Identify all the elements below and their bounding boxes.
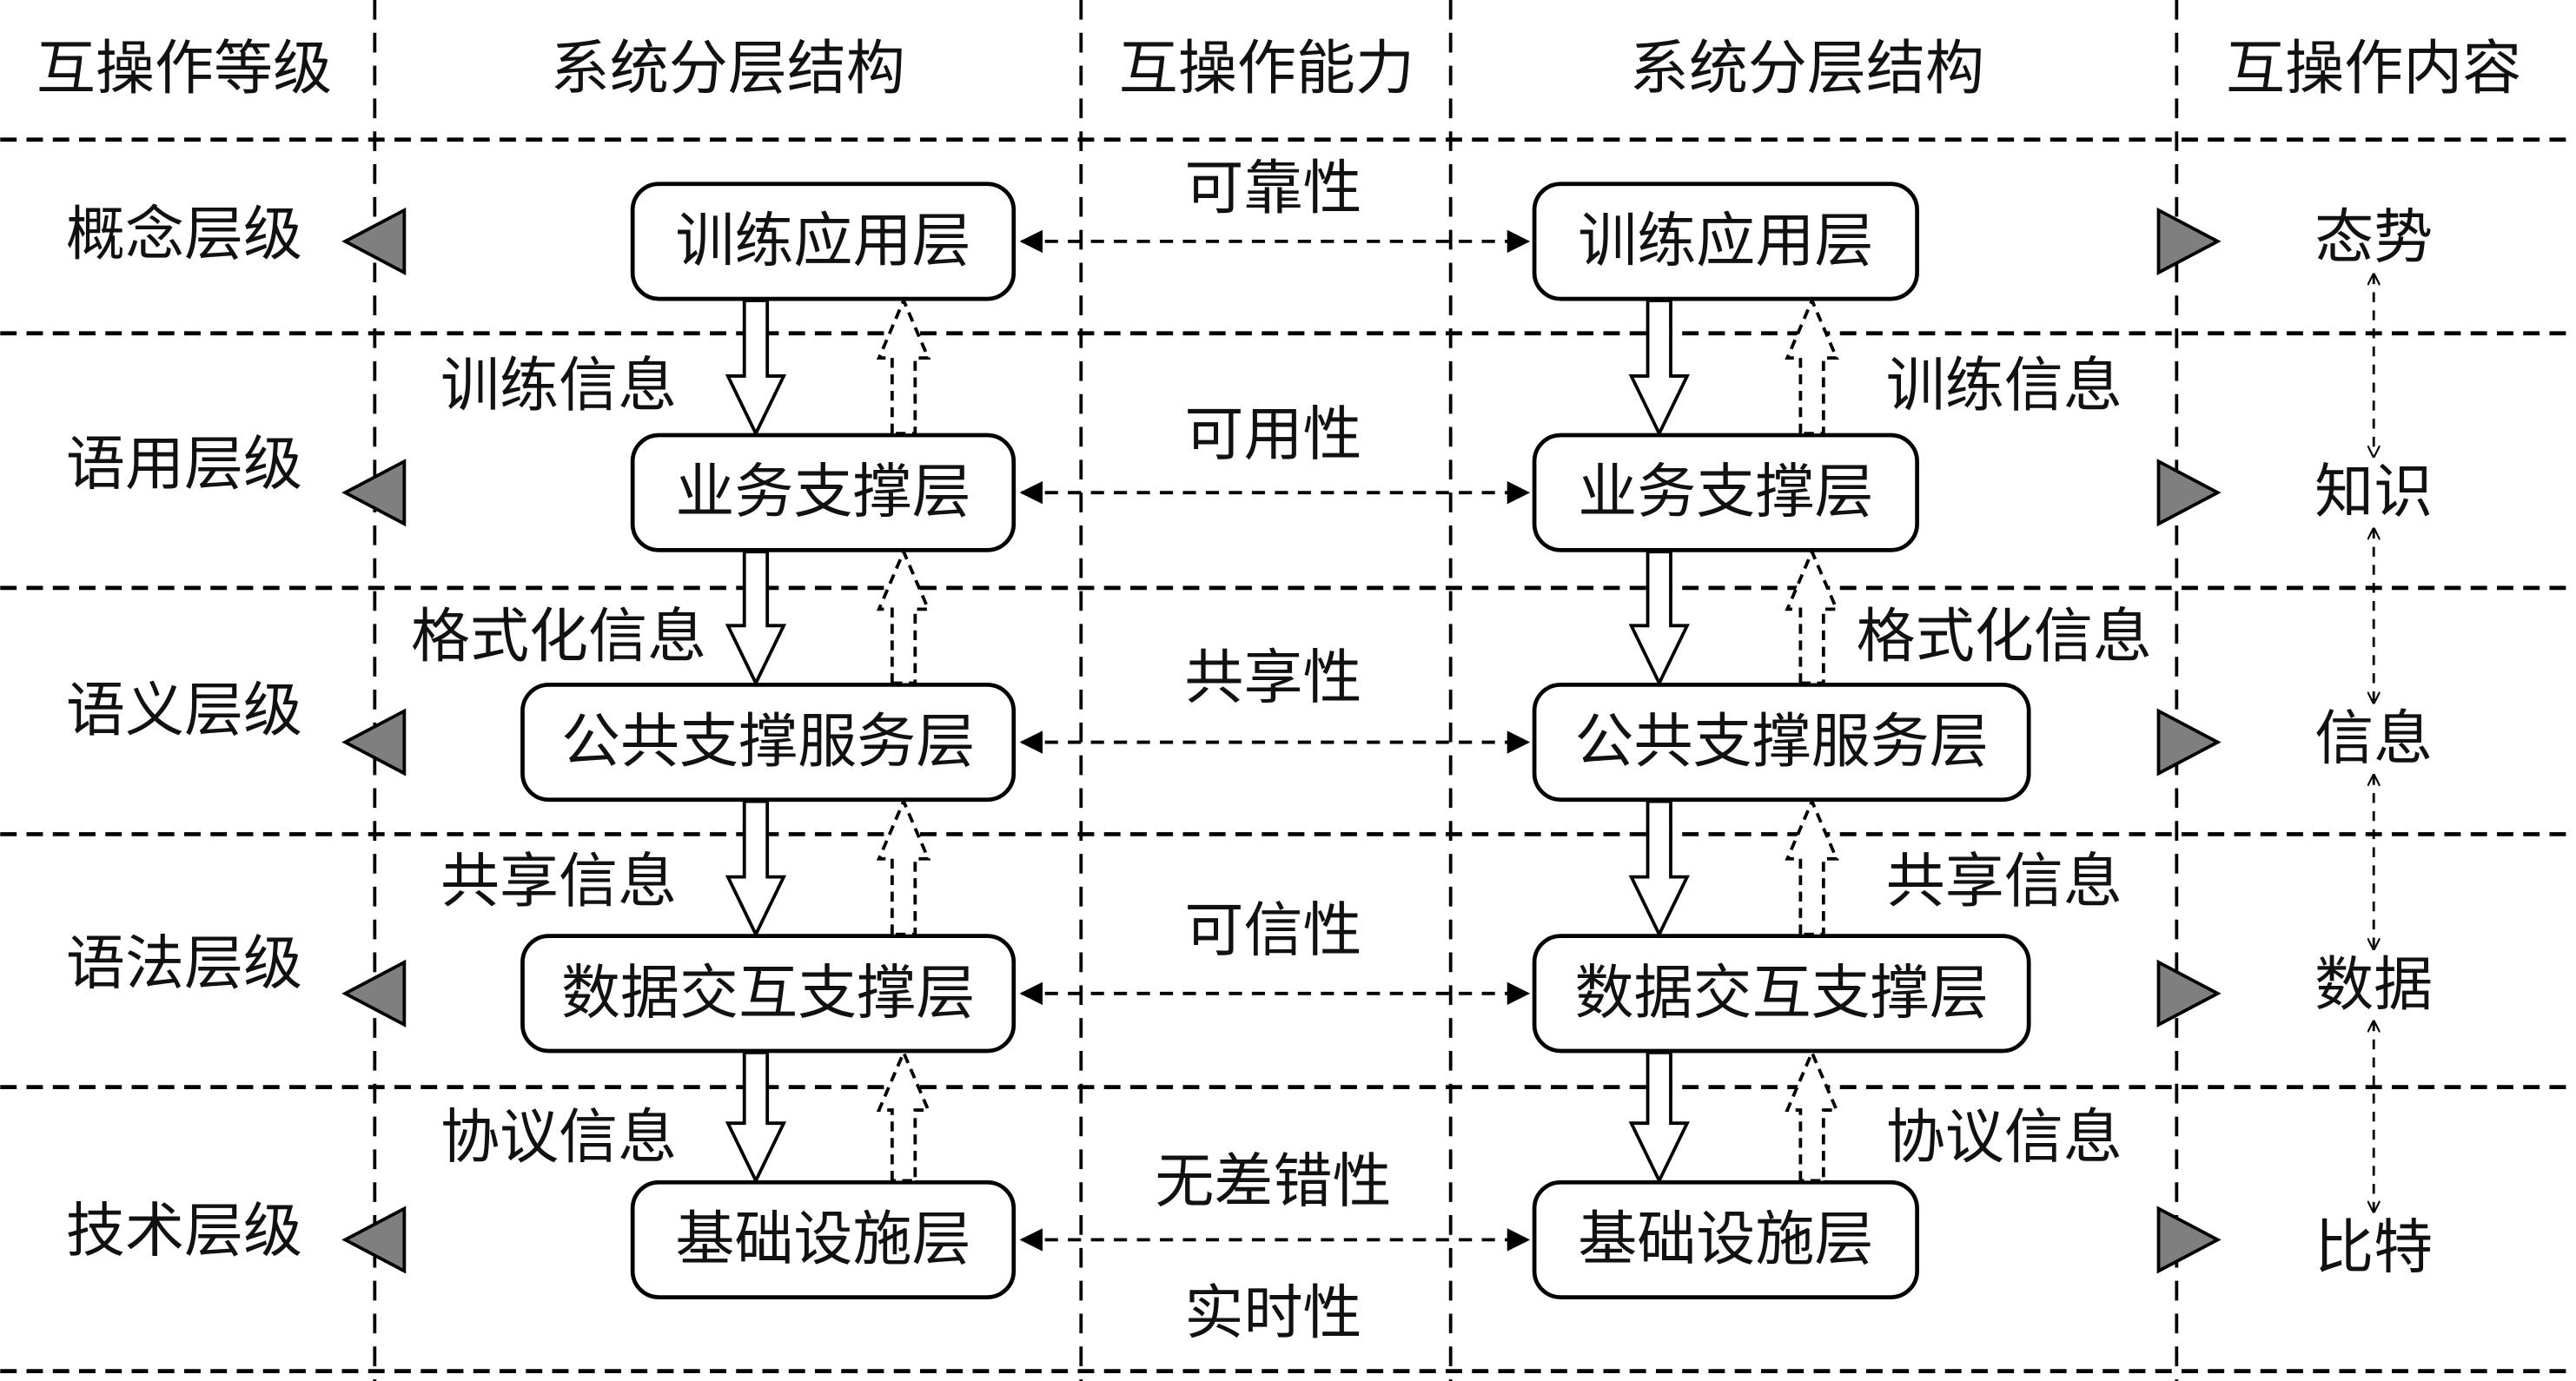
content-label: 态势: [2314, 204, 2433, 273]
header-content: 互操作内容: [2226, 35, 2521, 103]
right-up-flow-arrow: [1785, 1048, 1839, 1183]
right-triangle-icon: [2156, 459, 2222, 527]
left-triangle-icon: [341, 207, 407, 275]
capability-label: 实时性: [1184, 1279, 1361, 1348]
header-capability: 互操作能力: [1119, 35, 1414, 103]
left-layer-box: [630, 433, 1016, 552]
left-layer-label: 训练应用层: [675, 207, 970, 275]
left-triangle-icon: [341, 708, 407, 776]
capability-label: 可信性: [1184, 896, 1361, 965]
level-label: 语法层级: [66, 929, 302, 998]
left-up-flow-arrow: [876, 1048, 931, 1183]
right-layer-label: 公共支撑服务层: [1574, 708, 1988, 776]
level-label: 语用层级: [66, 431, 302, 499]
content-label: 比特: [2314, 1213, 2433, 1282]
right-layer-label: 业务支撑层: [1578, 459, 1873, 527]
right-triangle-icon: [2156, 1206, 2222, 1274]
content-label: 知识: [2314, 459, 2433, 527]
left-layer-label: 基础设施层: [675, 1206, 970, 1274]
left-triangle-icon: [341, 459, 407, 527]
left-triangle-icon: [341, 1206, 407, 1274]
left-layer-box: [630, 182, 1016, 301]
header-level: 互操作等级: [36, 35, 332, 103]
right-layer-box: [1532, 934, 2031, 1054]
capability-label: 可用性: [1184, 401, 1361, 470]
left-layer-label: 业务支撑层: [675, 459, 970, 527]
left-layer-label: 数据交互支撑层: [561, 959, 975, 1027]
right-info-label: 训练信息: [1886, 352, 2122, 420]
right-down-flow-arrow: [1628, 1050, 1690, 1185]
right-info-label: 协议信息: [1886, 1104, 2122, 1173]
right-triangle-icon: [2156, 708, 2222, 776]
left-up-flow-arrow: [876, 547, 931, 685]
header-right-structure: 系统分层结构: [1630, 35, 1984, 103]
right-triangle-icon: [2156, 959, 2222, 1027]
capability-label: 可靠性: [1184, 155, 1361, 223]
left-up-flow-arrow: [876, 796, 931, 936]
level-label: 技术层级: [66, 1197, 302, 1265]
right-down-flow-arrow: [1628, 299, 1690, 438]
header-left-structure: 系统分层结构: [551, 35, 905, 103]
right-down-flow-arrow: [1628, 550, 1690, 687]
right-up-flow-arrow: [1785, 547, 1839, 685]
content-label: 数据: [2314, 951, 2433, 1020]
right-up-flow-arrow: [1785, 296, 1839, 436]
right-layer-box: [1532, 433, 1919, 552]
level-label: 语义层级: [66, 677, 302, 745]
left-info-label: 共享信息: [440, 848, 677, 916]
left-triangle-icon: [341, 959, 407, 1027]
left-down-flow-arrow: [725, 799, 787, 939]
left-layer-box: [630, 1179, 1016, 1299]
right-info-label: 格式化信息: [1857, 603, 2152, 671]
right-layer-label: 训练应用层: [1578, 207, 1873, 275]
right-down-flow-arrow: [1628, 799, 1690, 939]
right-layer-box: [1532, 182, 1919, 301]
left-down-flow-arrow: [725, 1050, 787, 1185]
right-triangle-icon: [2156, 207, 2222, 275]
left-up-flow-arrow: [876, 296, 931, 436]
left-info-label: 格式化信息: [411, 603, 706, 671]
content-label: 信息: [2314, 704, 2433, 773]
level-label: 概念层级: [66, 201, 302, 269]
capability-label: 无差错性: [1155, 1148, 1391, 1217]
left-down-flow-arrow: [725, 299, 787, 438]
right-up-flow-arrow: [1785, 796, 1839, 936]
right-layer-box: [1532, 1179, 1919, 1299]
left-down-flow-arrow: [725, 550, 787, 687]
left-layer-label: 公共支撑服务层: [561, 708, 975, 776]
left-info-label: 协议信息: [440, 1104, 677, 1173]
right-info-label: 共享信息: [1886, 848, 2122, 916]
capability-label: 共享性: [1184, 644, 1361, 712]
right-layer-label: 基础设施层: [1578, 1206, 1873, 1274]
left-info-label: 训练信息: [440, 352, 677, 420]
right-layer-label: 数据交互支撑层: [1574, 959, 1988, 1027]
right-layer-box: [1532, 683, 2031, 803]
